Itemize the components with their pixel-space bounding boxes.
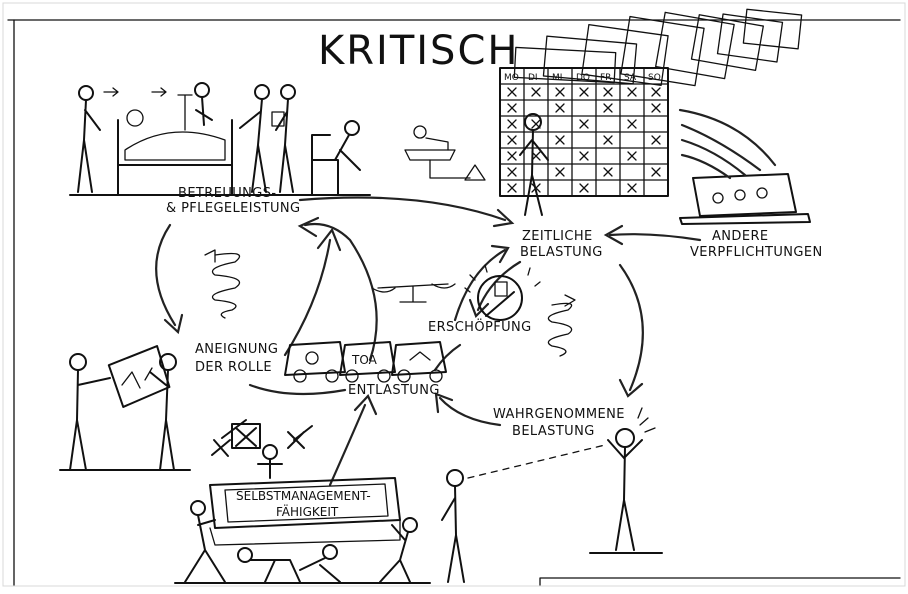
- calendar-cross-mark: [579, 87, 589, 97]
- person-at-calendar-icon: [519, 113, 549, 216]
- calendar-cross-mark: [627, 151, 637, 161]
- node-betreuung-line1: BETREUUNGS-: [178, 186, 277, 201]
- calendar-cross-mark: [507, 183, 517, 193]
- role-handover-icon: [59, 345, 191, 471]
- calendar-cross-mark: [555, 103, 565, 113]
- calendar-cross-mark: [603, 87, 613, 97]
- calendar-cross-mark: [603, 135, 613, 145]
- calendar-cross-mark: [627, 87, 637, 97]
- calendar-cross-mark: [507, 167, 517, 177]
- fuel-gauge-icon: [464, 264, 541, 321]
- node-selbstmanagement-line2: FÄHIGKEIT: [276, 504, 339, 519]
- calendar-cross-mark: [579, 119, 589, 129]
- balance-scale-icon: [371, 283, 456, 303]
- node-wahrgenommene-line2: BELASTUNG: [512, 424, 595, 439]
- scale-person-icon: [404, 125, 486, 181]
- spiral-icon-right: [547, 294, 576, 357]
- node-wahrgenommene-line1: WAHRGENOMMENE: [493, 407, 625, 422]
- carrying-people-icon: [174, 500, 431, 584]
- calendar-day-header: MO: [504, 73, 519, 83]
- stressed-person-icon: [467, 407, 663, 554]
- care-scene-icon: [69, 82, 371, 196]
- calendar-day-header: MI: [552, 73, 562, 83]
- node-betreuung-line2: & PFLEGELEISTUNG: [166, 201, 301, 216]
- node-entlastung: ENTLASTUNG: [348, 383, 440, 398]
- spiral-icon-left: [204, 249, 241, 319]
- calendar-cross-mark: [507, 151, 517, 161]
- ambulance-vans-icon: [284, 341, 447, 383]
- laptop-icon: [679, 173, 811, 225]
- calendar-day-header: DI: [528, 73, 538, 83]
- calendar-cross-mark: [531, 87, 541, 97]
- bottom-edge-line: [539, 577, 901, 586]
- calendar-cross-mark: [651, 135, 661, 145]
- calendar-cross-mark: [627, 119, 637, 129]
- observer-person-icon: [441, 469, 465, 583]
- diagram-title: KRITISCH: [318, 28, 519, 74]
- node-andere-line2: VERPFLICHTUNGEN: [690, 245, 823, 260]
- calendar-cross-mark: [651, 87, 661, 97]
- node-selbstmanagement-line1: SELBSTMANAGEMENT-: [236, 489, 371, 503]
- calendar-cross-mark: [579, 151, 589, 161]
- calendar-cross-mark: [555, 135, 565, 145]
- calendar-day-header: DO: [576, 73, 590, 83]
- node-aneignung-line1: ANEIGNUNG: [195, 342, 278, 357]
- node-erschoepfung: ERSCHÖPFUNG: [428, 318, 532, 335]
- calendar-cross-mark: [627, 183, 637, 193]
- calendar-cross-mark: [579, 183, 589, 193]
- calendar-cross-mark: [651, 167, 661, 177]
- calendar-cross-mark: [603, 103, 613, 113]
- obligation-arrows: [678, 108, 777, 180]
- calendar-cross-mark: [555, 167, 565, 177]
- crossed-items-icon: [211, 419, 313, 479]
- node-zeitliche-line1: ZEITLICHE: [522, 229, 593, 244]
- calendar-grid: MO DI MI DO FR SA SO: [499, 67, 669, 197]
- node-aneignung-line2: DER ROLLE: [195, 360, 272, 375]
- calendar-day-header: SO: [648, 73, 661, 83]
- ambulance-label: TOA: [351, 353, 378, 367]
- calendar-cross-mark: [507, 135, 517, 145]
- calendar-day-header: SA: [624, 73, 637, 83]
- calendar-cross-mark: [507, 103, 517, 113]
- calendar-cross-mark: [507, 119, 517, 129]
- node-andere-line1: ANDERE: [712, 229, 769, 244]
- calendar-cross-mark: [651, 103, 661, 113]
- selbstmanagement-box: [209, 477, 401, 546]
- calendar-cross-mark: [507, 87, 517, 97]
- flow-arrows: [155, 196, 702, 487]
- calendar-cross-mark: [603, 167, 613, 177]
- calendar-day-header: FR: [600, 73, 611, 83]
- calendar-cross-mark: [555, 87, 565, 97]
- node-zeitliche-line2: BELASTUNG: [520, 245, 603, 260]
